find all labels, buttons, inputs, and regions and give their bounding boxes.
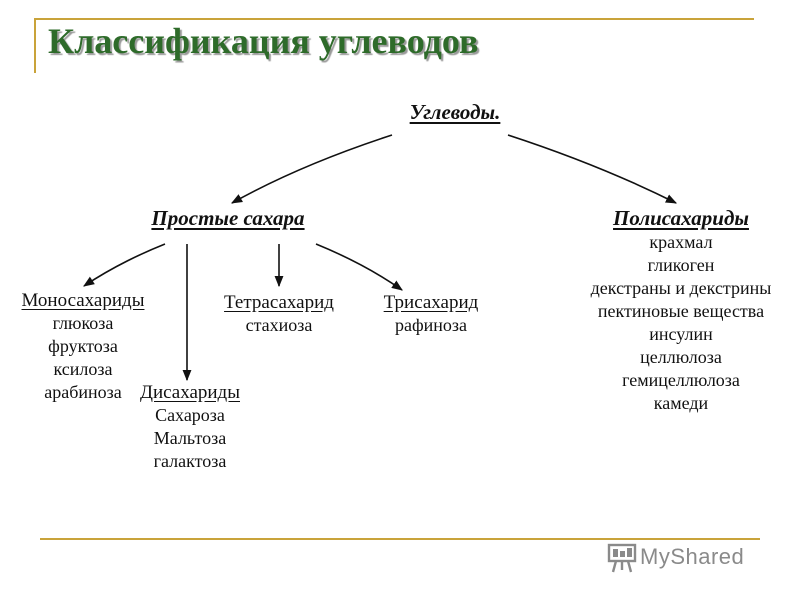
list-item: гликоген [647, 255, 715, 275]
node-monosaccharides-label: Моносахариды [21, 290, 145, 311]
list-item: целлюлоза [640, 347, 722, 367]
node-polysaccharides: Полисахариды крахмал гликоген декстраны … [576, 206, 786, 415]
node-simple-sugars-label: Простые сахара [151, 206, 305, 230]
logo-text: MyShared [640, 544, 745, 569]
arrow-simple-to-mono [83, 243, 166, 287]
myshared-logo: MyShared [606, 540, 744, 574]
list-item: декстраны и декстрины [590, 278, 772, 298]
list-item: ксилоза [53, 359, 113, 379]
node-tetrasaccharide: Тетрасахарид стахиоза [210, 292, 348, 337]
list-item: инсулин [649, 324, 713, 344]
node-carbohydrates: Углеводы. [380, 100, 530, 125]
node-tetrasaccharide-label: Тетрасахарид [224, 292, 334, 313]
arrow-simple-to-tri [315, 243, 403, 291]
node-carbohydrates-label: Углеводы. [409, 100, 501, 124]
top-accent-line [34, 18, 754, 20]
list-item: крахмал [649, 232, 713, 252]
presentation-board-icon [607, 543, 637, 573]
list-item: стахиоза [245, 315, 313, 335]
list-item: глюкоза [52, 313, 114, 333]
list-item: пектиновые вещества [597, 301, 765, 321]
node-polysaccharides-label: Полисахариды [613, 206, 749, 230]
list-item: галактоза [153, 451, 227, 471]
bottom-accent-line [40, 538, 760, 540]
list-item: арабиноза [44, 382, 122, 402]
node-disaccharides: Дисахариды Сахароза Мальтоза галактоза [125, 382, 255, 473]
node-monosaccharides: Моносахариды глюкоза фруктоза ксилоза ар… [8, 290, 158, 404]
list-item: камеди [653, 393, 709, 413]
node-trisaccharide-label: Трисахарид [383, 292, 479, 313]
arrow-root-to-poly [507, 134, 678, 204]
node-disaccharides-label: Дисахариды [139, 382, 240, 403]
list-item: гемицеллюлоза [622, 370, 740, 390]
list-item: Мальтоза [153, 428, 227, 448]
slide-title: Классификация углеводов [48, 21, 479, 61]
list-item: фруктоза [48, 336, 118, 356]
arrow-root-to-simple [231, 134, 393, 204]
left-accent-line [34, 18, 36, 73]
node-trisaccharide: Трисахарид рафиноза [376, 292, 486, 337]
node-simple-sugars: Простые сахара [118, 206, 338, 231]
list-item: Сахароза [155, 405, 225, 425]
list-item: рафиноза [394, 315, 468, 335]
